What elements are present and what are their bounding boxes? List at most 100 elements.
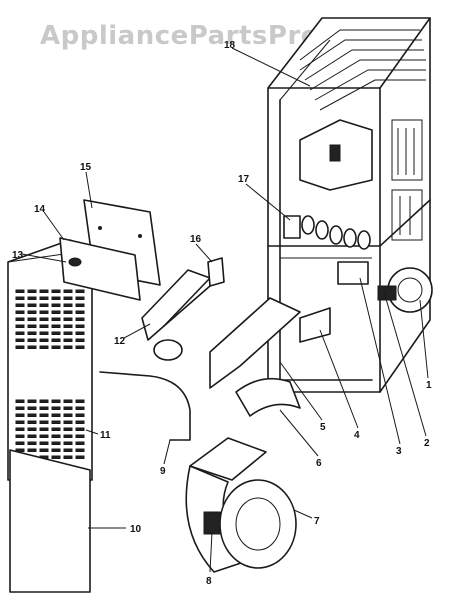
louver-slot — [15, 434, 25, 438]
louver-slot — [63, 434, 73, 438]
callout-17: 17 — [238, 174, 250, 185]
louver-slot — [63, 406, 73, 410]
louver-slot — [15, 338, 25, 342]
louver-slot — [75, 434, 85, 438]
louver-slot — [27, 345, 37, 349]
louver-slot — [63, 317, 73, 321]
louver-slot — [15, 413, 25, 417]
louver-slot — [27, 413, 37, 417]
louver-slot — [27, 434, 37, 438]
callout-5: 5 — [320, 422, 326, 433]
louver-slot — [75, 296, 85, 300]
louver-slot — [27, 303, 37, 307]
hose-9 — [99, 371, 191, 441]
louver-slot — [63, 427, 73, 431]
louver-slot — [15, 345, 25, 349]
plate-14 — [59, 237, 141, 301]
louver-slot — [75, 413, 85, 417]
louver-slot — [63, 296, 73, 300]
louver-slot — [51, 399, 61, 403]
louver-slot — [39, 317, 49, 321]
louver-slot — [27, 441, 37, 445]
louver-slot — [51, 317, 61, 321]
louver-slot — [63, 289, 73, 293]
louver-slot — [27, 420, 37, 424]
louver-slot — [51, 448, 61, 452]
louver-slot — [39, 413, 49, 417]
louver-slot — [15, 448, 25, 452]
louver-slot — [63, 420, 73, 424]
louver-slot — [15, 289, 25, 293]
louver-slot — [27, 406, 37, 410]
louver-slot — [39, 331, 49, 335]
louver-slot — [15, 331, 25, 335]
callout-16: 16 — [190, 234, 202, 245]
louver-slot — [15, 317, 25, 321]
louver-slot — [51, 413, 61, 417]
louver-slot — [63, 441, 73, 445]
louver-slot — [39, 406, 49, 410]
rail-12 — [141, 269, 211, 341]
lower-door-panel — [9, 449, 91, 593]
louver-slot — [75, 317, 85, 321]
louver-slot — [51, 331, 61, 335]
louver-slot — [27, 427, 37, 431]
callout-14: 14 — [34, 204, 46, 215]
louver-slot — [63, 303, 73, 307]
callout-4: 4 — [354, 430, 360, 441]
louver-slot — [63, 413, 73, 417]
louver-slot — [15, 399, 25, 403]
louver-slot — [39, 448, 49, 452]
callout-7: 7 — [314, 516, 320, 527]
louver-slot — [15, 406, 25, 410]
louver-slot — [51, 434, 61, 438]
louver-slot — [27, 310, 37, 314]
shield-6 — [235, 377, 301, 417]
louver-slot — [15, 310, 25, 314]
louver-slot — [27, 448, 37, 452]
louver-slot — [39, 427, 49, 431]
callout-2: 2 — [424, 438, 430, 449]
louver-slot — [75, 406, 85, 410]
louver-slot — [27, 296, 37, 300]
louver-slot — [39, 420, 49, 424]
louver-slot — [75, 310, 85, 314]
louver-slot — [75, 345, 85, 349]
furnace-cabinet — [267, 17, 433, 393]
callout-10: 10 — [130, 524, 142, 535]
louver-slot — [39, 324, 49, 328]
louver-slot — [39, 296, 49, 300]
louver-slot — [39, 441, 49, 445]
clip-16 — [207, 257, 225, 287]
louver-slot — [63, 331, 73, 335]
louver-slot — [51, 441, 61, 445]
callout-9: 9 — [160, 466, 166, 477]
louver-slot — [75, 455, 85, 459]
louver-slot — [75, 338, 85, 342]
louver-slot — [39, 338, 49, 342]
baffle-5 — [209, 297, 301, 389]
louver-slot — [63, 310, 73, 314]
louver-slot — [39, 345, 49, 349]
louver-slot — [63, 455, 73, 459]
callout-3: 3 — [396, 446, 402, 457]
louver-slot — [63, 345, 73, 349]
louver-slot — [51, 289, 61, 293]
louver-slot — [39, 303, 49, 307]
louver-slot — [51, 406, 61, 410]
louver-slot — [27, 289, 37, 293]
louver-slot — [27, 324, 37, 328]
louver-slot — [51, 324, 61, 328]
callout-1: 1 — [426, 380, 432, 391]
louver-slot — [15, 441, 25, 445]
louver-slot — [39, 434, 49, 438]
louver-slot — [75, 448, 85, 452]
louver-slot — [51, 296, 61, 300]
blower-assembly — [185, 437, 297, 573]
louver-slot — [51, 338, 61, 342]
louver-slot — [63, 324, 73, 328]
louver-slot — [75, 289, 85, 293]
louver-slot — [51, 427, 61, 431]
louver-slot — [15, 303, 25, 307]
